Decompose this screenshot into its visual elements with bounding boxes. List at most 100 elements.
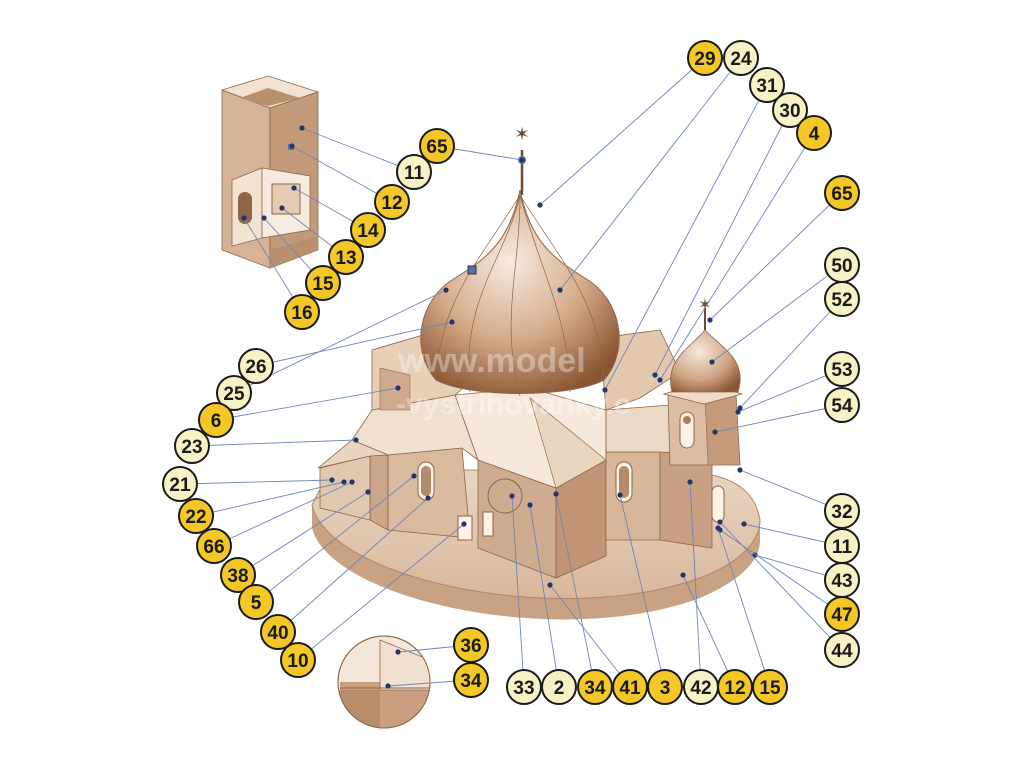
callout-33: 33 (506, 669, 542, 705)
leader-line (539, 57, 706, 206)
callout-number: 40 (267, 623, 288, 644)
leader-line (719, 521, 843, 651)
callout-10: 10 (280, 642, 316, 678)
callout-14: 14 (350, 212, 386, 248)
callout-29: 29 (687, 40, 723, 76)
callout-number: 2 (554, 678, 565, 699)
callout-circle (238, 348, 274, 384)
callout-circle (178, 498, 214, 534)
leader-dot (395, 649, 401, 655)
leader-dot (553, 491, 559, 497)
callout-number: 31 (756, 76, 778, 97)
callout-circle (824, 281, 860, 317)
leader-dot (617, 492, 623, 498)
callout-number: 65 (426, 137, 448, 158)
leader-line (237, 491, 369, 576)
callout-number: 4 (809, 124, 820, 145)
callout-circle (752, 669, 788, 705)
leader-dot (353, 437, 359, 443)
callout-44: 44 (824, 632, 860, 668)
callout-number: 47 (831, 605, 852, 626)
callout-6: 6 (198, 402, 234, 438)
callout-38: 38 (220, 557, 256, 593)
callout-47: 47 (824, 596, 860, 632)
callout-circle (824, 596, 860, 632)
callout-number: 25 (223, 384, 245, 405)
callout-circle (796, 115, 832, 151)
detail-marker-circle (487, 478, 523, 514)
callout-34: 34 (453, 662, 489, 698)
callout-circle (374, 184, 410, 220)
leader-line (739, 469, 843, 512)
callout-number: 16 (291, 303, 312, 324)
callout-34: 34 (577, 669, 613, 705)
callout-circle (220, 557, 256, 593)
callout-circle (824, 351, 860, 387)
leader-line (604, 84, 768, 391)
leader-dot (527, 502, 533, 508)
leader-line (549, 584, 631, 688)
leader-line (689, 481, 702, 688)
leader-dot (365, 489, 371, 495)
callout-65: 65 (824, 175, 860, 211)
callout-number: 34 (460, 671, 482, 692)
callout-31: 31 (749, 67, 785, 103)
callout-number: 29 (694, 49, 715, 70)
callout-number: 12 (381, 193, 402, 214)
callout-circle (260, 614, 296, 650)
callout-4: 4 (796, 115, 832, 151)
leader-line (711, 264, 843, 363)
callout-number: 33 (513, 678, 534, 699)
leader-line (682, 574, 736, 688)
callout-16: 16 (284, 294, 320, 330)
leader-line (719, 529, 843, 615)
callout-circle (305, 265, 341, 301)
callout-number: 54 (831, 396, 853, 417)
leader-dot (712, 429, 718, 435)
callout-12: 12 (717, 669, 753, 705)
callout-circle (350, 212, 386, 248)
callout-number: 52 (831, 290, 852, 311)
leader-line (529, 504, 560, 688)
leader-dot (341, 479, 347, 485)
callout-number: 65 (831, 184, 853, 205)
leader-line (619, 494, 666, 688)
leader-line (301, 127, 415, 173)
callout-21: 21 (162, 466, 198, 502)
callout-circle (824, 175, 860, 211)
callout-circle (749, 67, 785, 103)
callout-65: 65 (419, 128, 455, 164)
leader-dot (741, 521, 747, 527)
svg-text:✶: ✶ (698, 295, 711, 314)
leader-dot (735, 409, 741, 415)
leader-dot (509, 493, 515, 499)
callout-24: 24 (723, 40, 759, 76)
leader-dot (737, 467, 743, 473)
callout-13: 13 (328, 239, 364, 275)
leader-line (215, 387, 399, 421)
leader-line (654, 109, 791, 376)
callout-26: 26 (238, 348, 274, 384)
callout-circle (216, 375, 252, 411)
callout-42: 42 (683, 669, 719, 705)
callout-number: 43 (831, 571, 852, 592)
callout-11: 11 (824, 528, 860, 564)
callout-number: 15 (312, 274, 334, 295)
leader-line (291, 145, 393, 203)
callout-number: 34 (584, 678, 606, 699)
callout-circle (453, 662, 489, 698)
callout-number: 38 (227, 566, 248, 587)
leader-dot (385, 683, 391, 689)
leader-dot (289, 143, 295, 149)
callout-circle (723, 40, 759, 76)
callout-15: 15 (305, 265, 341, 301)
callout-circle (162, 466, 198, 502)
leader-dot (652, 372, 658, 378)
callout-11: 11 (396, 154, 432, 190)
leader-dot (715, 525, 721, 531)
callout-number: 22 (185, 507, 206, 528)
callout-circle (772, 92, 808, 128)
leader-dot (443, 287, 449, 293)
